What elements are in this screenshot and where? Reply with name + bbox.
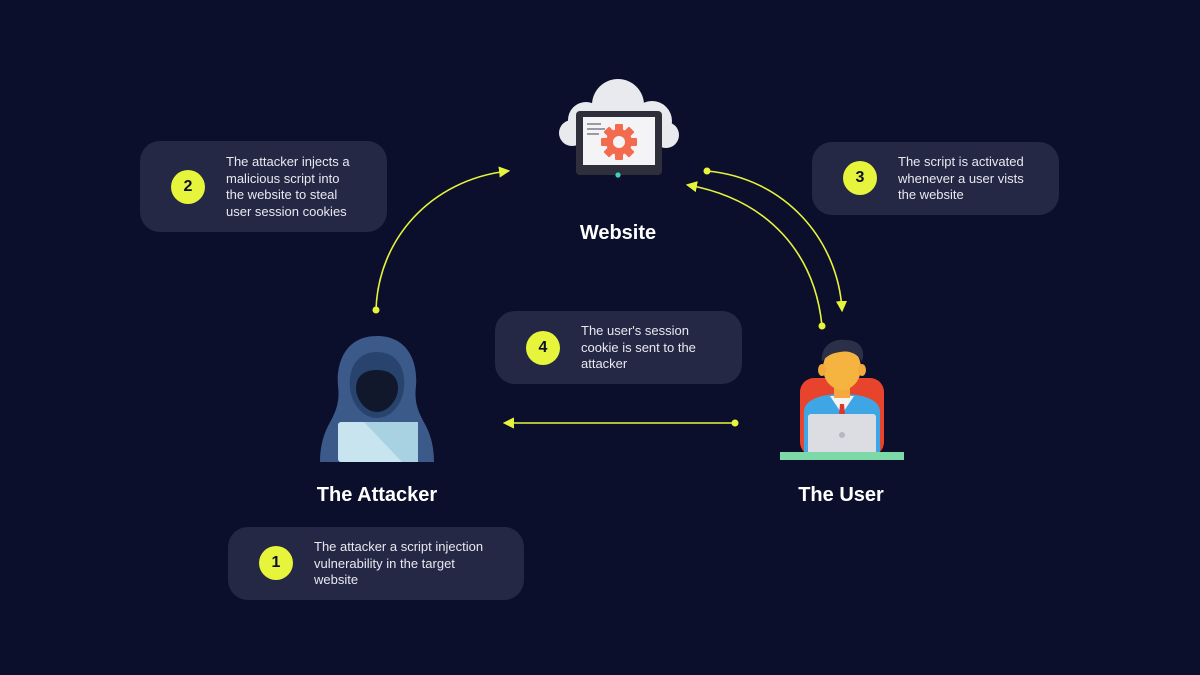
arrow-user-to-attacker — [502, 417, 739, 429]
user-at-laptop-icon — [780, 339, 904, 460]
step-badge: 4 — [526, 331, 560, 365]
arrow-website-to-user — [703, 167, 848, 313]
step-card-1: 1 The attacker a script injection vulner… — [228, 527, 524, 600]
cloud-monitor-gear-icon — [559, 79, 679, 178]
step-text: The attacker injects a malicious script … — [226, 154, 350, 219]
step-badge: 1 — [259, 546, 293, 580]
website-label: Website — [579, 222, 657, 244]
user-label: The User — [798, 484, 884, 506]
arrow-attacker-to-website — [372, 166, 511, 314]
step-badge: 3 — [843, 161, 877, 195]
step-text: The script is activated whenever a user … — [898, 154, 1024, 202]
step-card-4: 4 The user's session cookie is sent to t… — [495, 311, 742, 384]
hooded-hacker-laptop-icon — [320, 336, 434, 462]
step-card-2: 2 The attacker injects a malicious scrip… — [140, 141, 387, 232]
step-badge: 2 — [171, 170, 205, 204]
attacker-label: The Attacker — [316, 484, 438, 506]
step-text: The user's session cookie is sent to the… — [581, 323, 696, 371]
arrow-user-to-website — [685, 181, 826, 330]
step-text: The attacker a script injection vulnerab… — [314, 539, 484, 587]
step-card-3: 3 The script is activated whenever a use… — [812, 142, 1059, 215]
